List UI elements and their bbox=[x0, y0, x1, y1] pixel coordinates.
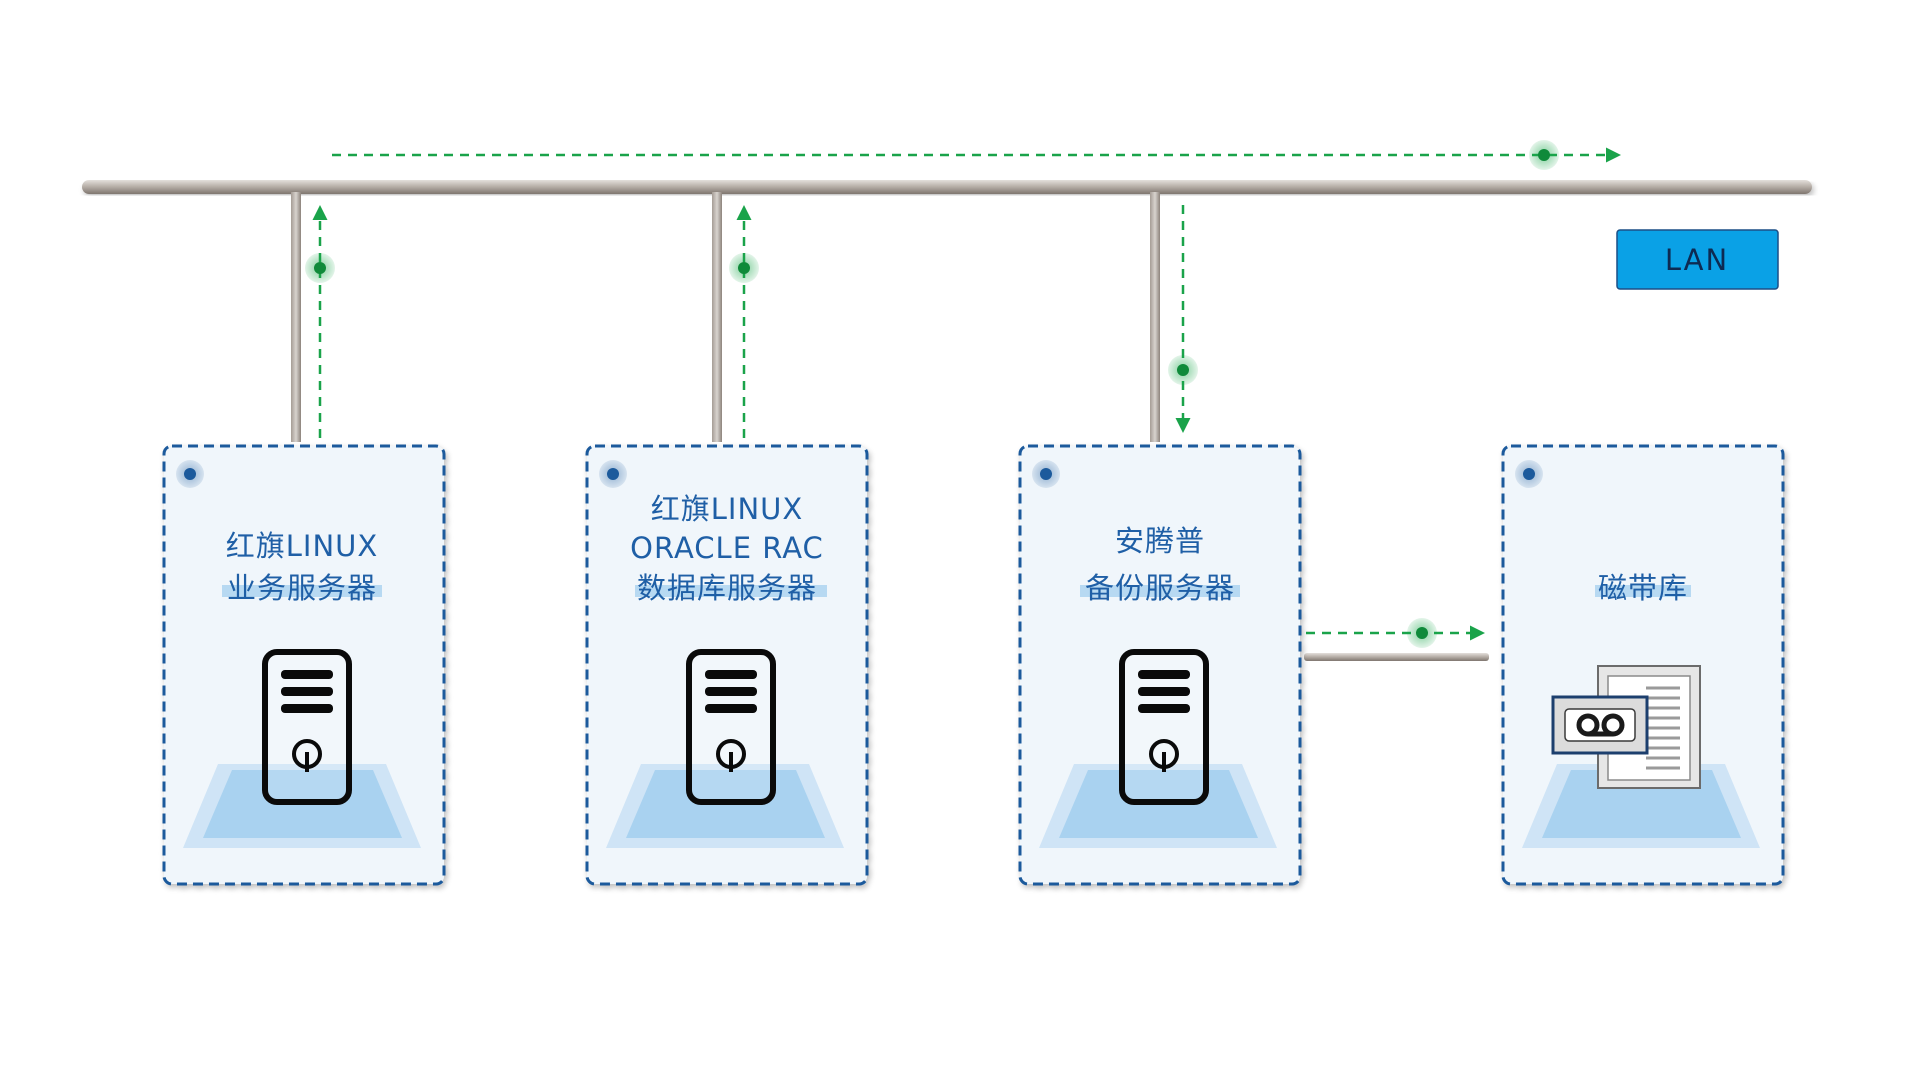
server-icon bbox=[262, 649, 352, 805]
flow-arrow-backup-server-down bbox=[1168, 205, 1198, 433]
flow-arrow-db-server-up bbox=[729, 205, 759, 438]
node-backup-server: 安腾普 备份服务器 bbox=[1018, 444, 1302, 886]
lan-label-box: LAN bbox=[1616, 229, 1779, 290]
node-title-line-1: 红旗LINUX bbox=[226, 529, 379, 563]
node-title-line-1: 红旗LINUX bbox=[651, 492, 804, 526]
node-title-line-1: 磁带库 bbox=[1598, 571, 1688, 605]
lan-drop-backup-server bbox=[1150, 192, 1160, 442]
flow-arrow-lan-top bbox=[332, 140, 1621, 170]
lan-backbone bbox=[82, 180, 1812, 194]
node-db-server: 红旗LINUX ORACLE RAC 数据库服务器 bbox=[585, 444, 869, 886]
server-icon bbox=[686, 649, 776, 805]
lan-drop-db-server bbox=[712, 192, 722, 442]
node-tape-library: 磁带库 bbox=[1501, 444, 1785, 886]
server-icon bbox=[1119, 649, 1209, 805]
node-title-line-2: 业务服务器 bbox=[227, 571, 377, 605]
flow-arrow-app-server-up bbox=[305, 205, 335, 438]
node-app-server: 红旗LINUX 业务服务器 bbox=[162, 444, 446, 886]
lan-drop-app-server bbox=[291, 192, 301, 442]
tape-library-icon bbox=[1551, 665, 1701, 789]
node-title-line-3: 数据库服务器 bbox=[637, 571, 817, 605]
lan-label: LAN bbox=[1665, 243, 1729, 277]
backup-to-tape-link bbox=[1304, 653, 1489, 661]
flow-arrow-backup-to-tape bbox=[1306, 618, 1485, 648]
node-title-line-1: 安腾普 bbox=[1115, 524, 1205, 558]
node-title-line-2: ORACLE RAC bbox=[630, 531, 824, 565]
node-title-line-2: 备份服务器 bbox=[1085, 571, 1235, 605]
